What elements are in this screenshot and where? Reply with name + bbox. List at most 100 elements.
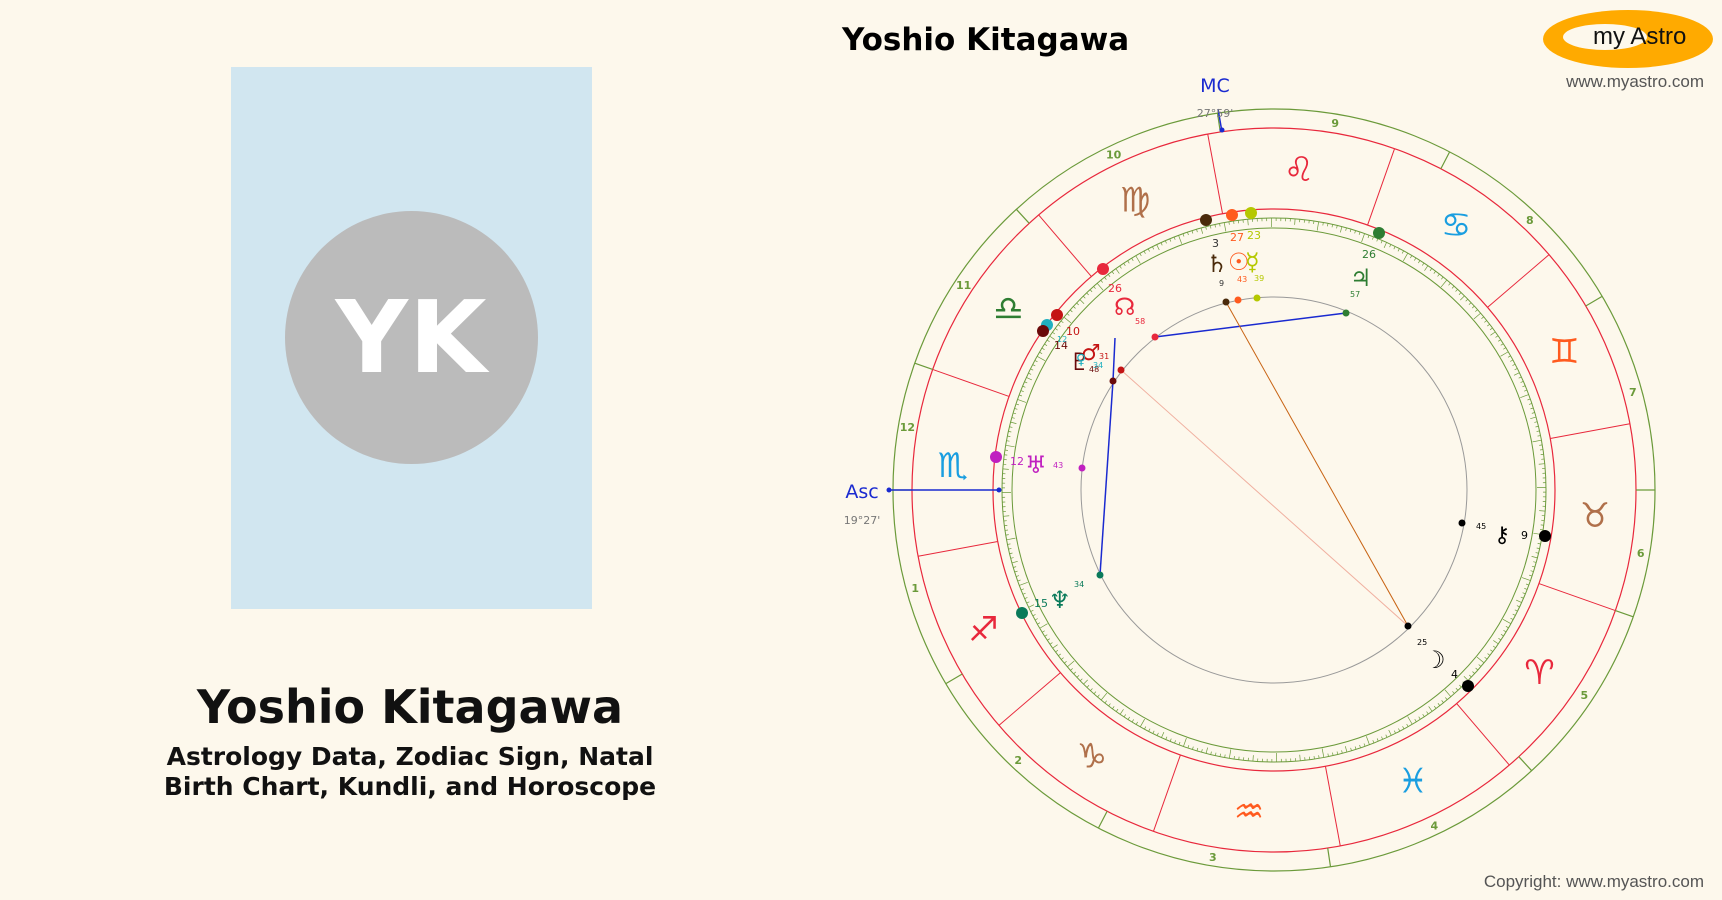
degree-tick xyxy=(1530,570,1534,572)
degree-tick xyxy=(1144,726,1147,730)
jupiter-icon: ♃ xyxy=(1350,264,1372,292)
degree-tick xyxy=(1407,716,1413,725)
degree-tick xyxy=(1426,711,1429,715)
degree-tick xyxy=(1026,377,1032,381)
saturn-minute: 9 xyxy=(1219,279,1224,288)
pluto-inner-point xyxy=(1109,377,1117,385)
degree-tick xyxy=(1487,323,1490,327)
degree-tick xyxy=(1108,703,1111,707)
degree-tick xyxy=(1006,440,1010,442)
degree-tick xyxy=(1522,385,1526,388)
degree-tick xyxy=(1097,694,1100,698)
degree-tick xyxy=(1529,574,1533,577)
degree-ticks xyxy=(1002,218,1546,762)
degree-tick xyxy=(1522,592,1526,595)
degree-tick xyxy=(1178,235,1183,244)
degree-tick xyxy=(1057,324,1061,327)
degree-tick xyxy=(1086,685,1090,688)
degree-tick xyxy=(1006,537,1016,541)
house-cusp xyxy=(1585,295,1603,307)
degree-tick xyxy=(1510,359,1514,362)
degree-tick xyxy=(1406,723,1409,727)
degree-tick xyxy=(1067,660,1075,668)
degree-tick xyxy=(1196,229,1198,233)
degree-tick xyxy=(1403,252,1409,262)
degree-tick xyxy=(1011,560,1018,564)
degree-tick xyxy=(1507,355,1511,358)
logo[interactable]: my Astro xyxy=(1543,10,1713,68)
house-number: 6 xyxy=(1637,547,1645,560)
degree-tick xyxy=(1008,431,1012,433)
jupiter-marker xyxy=(1373,227,1385,239)
mars-label: 10 ♂ 31 xyxy=(1066,325,1109,366)
degree-tick xyxy=(1383,242,1387,248)
house-cusp xyxy=(1615,609,1634,618)
degree-tick xyxy=(1363,743,1366,747)
degree-tick xyxy=(1500,634,1504,637)
degree-tick xyxy=(1214,224,1216,228)
sign-divider xyxy=(998,672,1061,726)
degree-tick xyxy=(1112,706,1115,709)
logo-text: my Astro xyxy=(1593,23,1687,50)
sign-divider xyxy=(1550,423,1630,440)
sign-divider xyxy=(1152,754,1181,832)
degree-tick xyxy=(1055,649,1059,653)
house-cusp xyxy=(945,673,963,685)
degree-tick xyxy=(1093,286,1096,289)
aspect-line xyxy=(1120,369,1409,627)
degree-tick xyxy=(1350,747,1352,751)
degree-tick xyxy=(1073,306,1076,309)
neptune-icon: ♆ xyxy=(1049,586,1071,614)
scorpio-sign-icon: ♏ xyxy=(938,446,968,486)
degree-tick xyxy=(1131,258,1134,261)
leo-sign-icon: ♌ xyxy=(1284,150,1314,190)
aquarius-sign-icon: ♒ xyxy=(1234,792,1264,832)
degree-tick xyxy=(1020,390,1024,392)
aspect-line xyxy=(1099,380,1114,576)
pluto-minute: 48 xyxy=(1089,365,1099,374)
degree-tick xyxy=(1402,726,1405,730)
chiron-minute: 45 xyxy=(1476,522,1486,531)
moon-inner-point xyxy=(1404,622,1412,630)
wheel-rings xyxy=(892,108,1656,872)
degree-tick xyxy=(1422,713,1425,717)
degree-tick xyxy=(1209,225,1212,229)
sign-divider xyxy=(918,540,998,557)
degree-tick xyxy=(1044,634,1048,637)
house-number: 9 xyxy=(1331,117,1339,130)
degree-tick xyxy=(1156,732,1159,736)
degree-tick xyxy=(1388,729,1392,736)
mars-inner-point xyxy=(1117,366,1125,374)
moon-marker xyxy=(1462,680,1474,692)
degree-tick xyxy=(1100,692,1108,701)
degree-tick xyxy=(1041,347,1045,350)
degree-tick xyxy=(1476,656,1485,664)
degree-tick xyxy=(1521,577,1531,581)
degree-tick xyxy=(1183,737,1187,747)
degree-tick xyxy=(1478,664,1482,667)
degree-tick xyxy=(1228,749,1232,759)
website-link[interactable]: www.myastro.com xyxy=(1566,72,1704,91)
degree-tick xyxy=(1359,744,1361,748)
north-node-icon: ☊ xyxy=(1114,293,1135,321)
degree-tick xyxy=(1107,274,1111,277)
degree-tick xyxy=(1490,649,1493,652)
degree-tick xyxy=(1069,309,1073,313)
degree-tick xyxy=(1073,671,1077,675)
degree-tick xyxy=(1537,435,1541,437)
degree-tick xyxy=(1513,372,1520,376)
degree-tick xyxy=(1445,697,1448,700)
degree-tick xyxy=(1014,408,1018,410)
mercury-degree: 23 xyxy=(1247,229,1261,242)
house-number: 4 xyxy=(1431,820,1439,833)
degree-tick xyxy=(1321,748,1325,758)
degree-tick xyxy=(1111,271,1115,275)
degree-tick xyxy=(1139,253,1142,257)
degree-tick xyxy=(1535,425,1539,428)
degree-tick xyxy=(1104,277,1107,280)
degree-tick xyxy=(1161,732,1165,738)
degree-tick xyxy=(1514,609,1518,612)
degree-tick xyxy=(1418,260,1421,264)
degree-tick xyxy=(1475,309,1478,312)
degree-tick xyxy=(1148,728,1151,732)
